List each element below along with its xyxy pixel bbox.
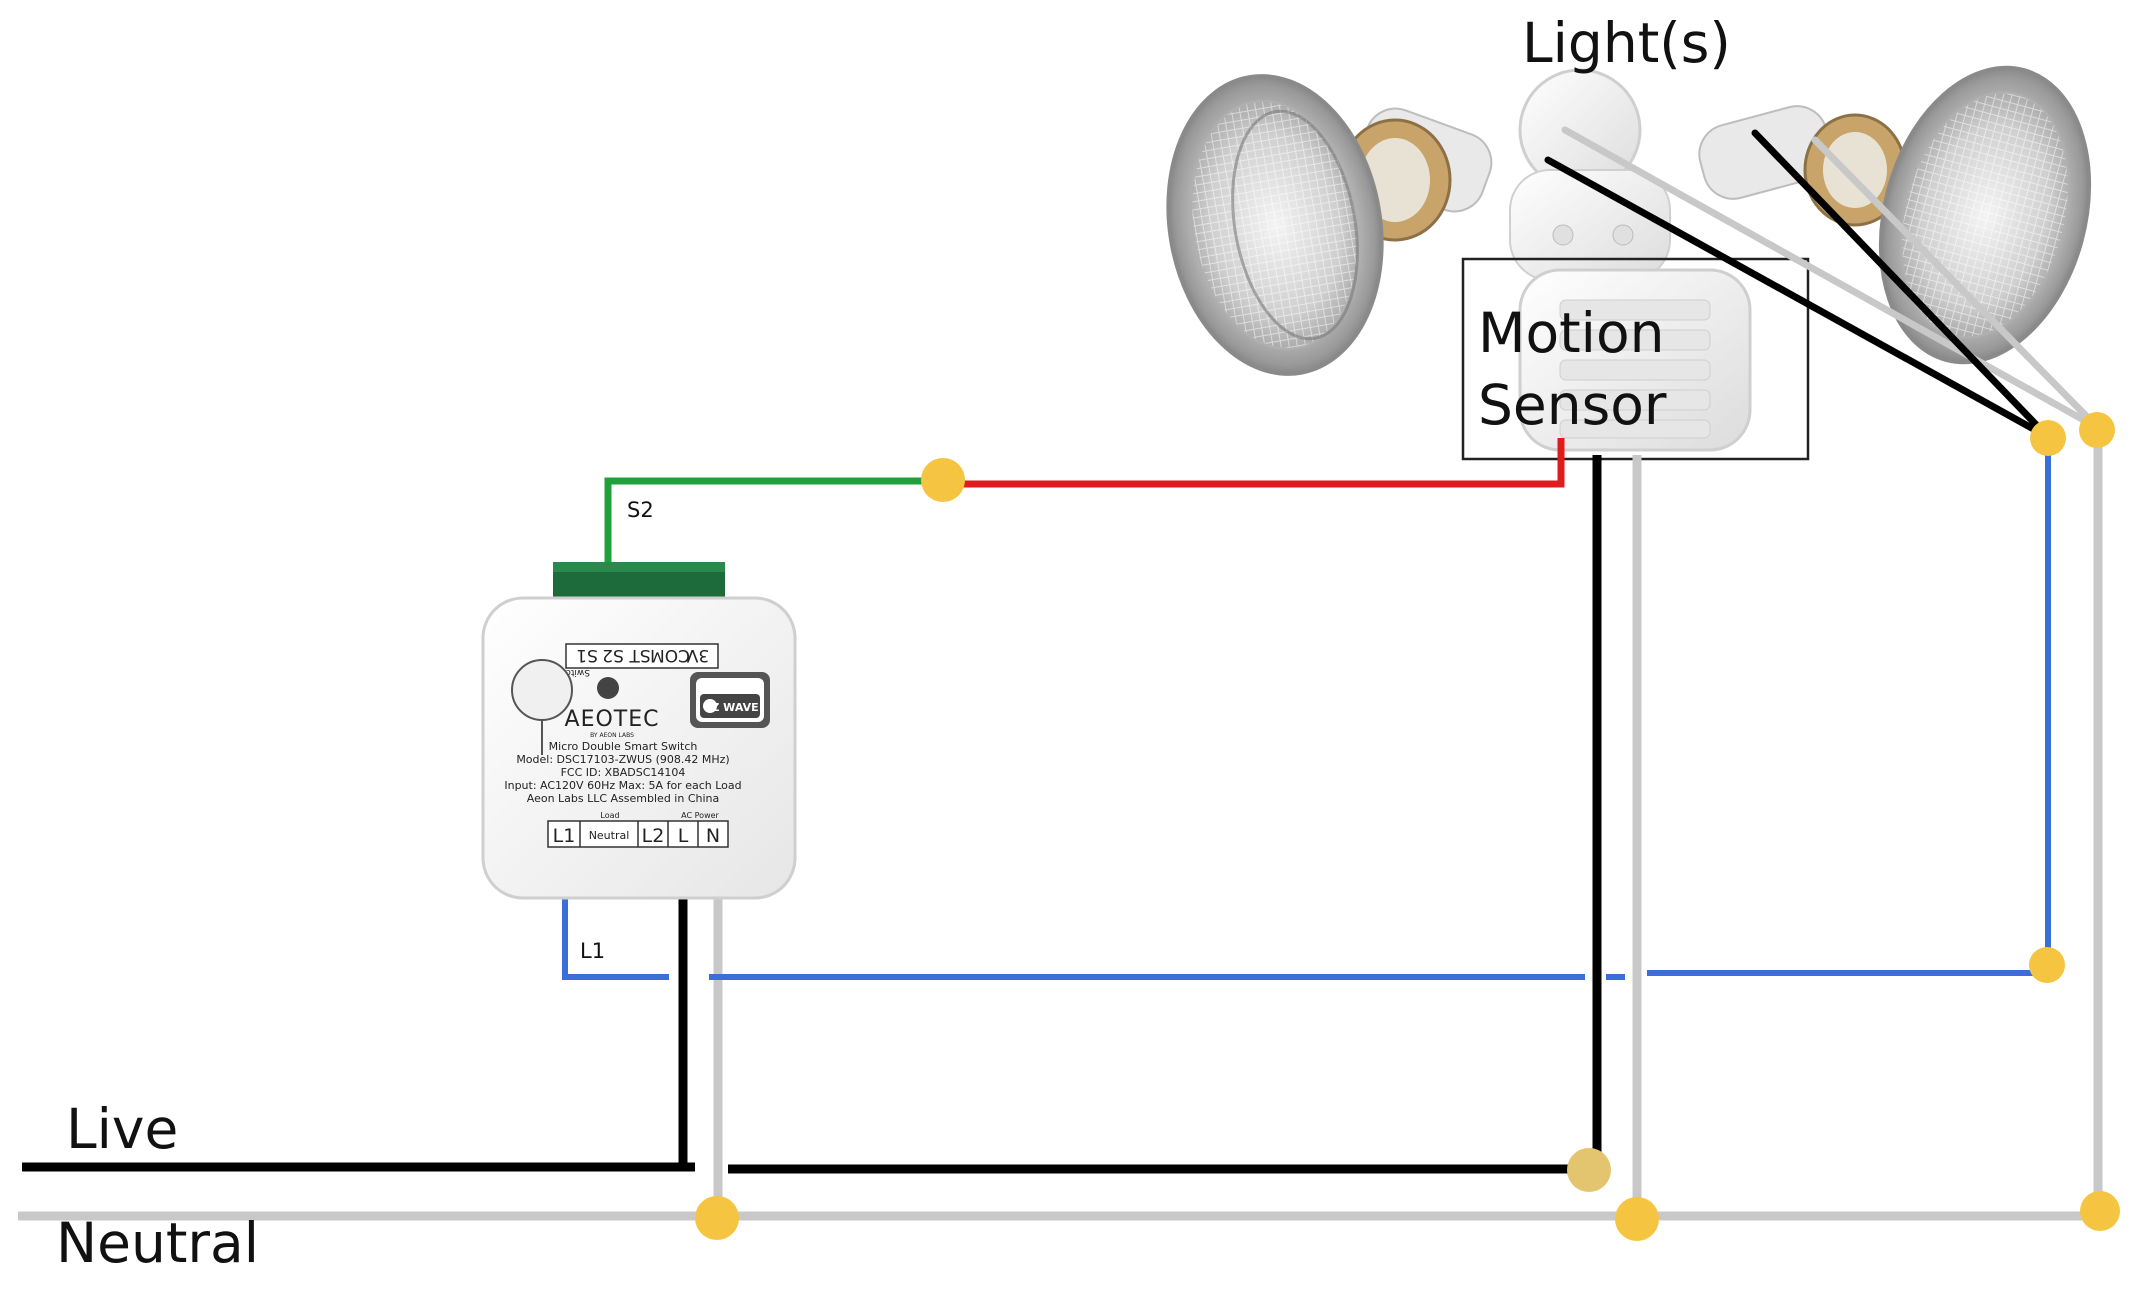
light-fixture	[1166, 65, 2092, 452]
terminal-3v: 3V	[686, 645, 709, 665]
lamp-lead-black-1	[1544, 156, 2052, 441]
info-line: FCC ID: XBADSC14104	[561, 766, 686, 779]
bottom-terminal-labels: Load AC Power L1 Neutral L2 L N	[547, 811, 729, 848]
brand-name: AEOTEC	[565, 707, 660, 732]
ac-power-header: AC Power	[681, 811, 719, 820]
switch-label: Switch	[560, 667, 590, 677]
fixture-hub	[1509, 68, 1671, 281]
info-line: Input: AC120V 60Hz Max: 5A for each Load	[504, 779, 741, 792]
lamp-lead-white-2	[1811, 136, 2102, 432]
junction-l1-lamp	[2029, 947, 2065, 983]
info-line: Micro Double Smart Switch	[549, 740, 698, 753]
motion-sensor-head	[1518, 268, 1752, 452]
s2-label: S2	[627, 498, 654, 522]
l1-switched-wire-4	[1647, 440, 2051, 976]
info-line: Model: DSC17103-ZWUS (908.42 MHz)	[516, 753, 729, 766]
switch-button	[597, 677, 619, 699]
sensor-trigger-wire	[940, 438, 1565, 488]
junction-neutral-device	[695, 1196, 739, 1240]
left-lamp	[1166, 74, 1493, 376]
junction-live-sensor	[1567, 1148, 1611, 1192]
load-header: Load	[600, 811, 619, 820]
terminal-com: COM	[650, 645, 690, 665]
antenna-mark	[511, 659, 573, 721]
zwave-text: Z WAVE	[711, 701, 758, 714]
junctions	[695, 412, 2120, 1241]
terminal-s1: S1	[576, 645, 598, 665]
junction-lamp-neutral	[2079, 412, 2115, 448]
s2-wire	[604, 477, 940, 570]
terminal-l: L	[678, 825, 689, 847]
terminal-l2: L2	[642, 825, 665, 847]
neutral-label: Neutral	[56, 1211, 259, 1275]
brand-sub: BY AEON LABS	[590, 732, 634, 739]
terminal-n: N	[706, 825, 720, 847]
lamp-lead-white-1	[1561, 126, 2102, 432]
terminal-neutral: Neutral	[589, 829, 630, 842]
info-line: Aeon Labs LLC Assembled in China	[527, 792, 720, 805]
lights-label: Light(s)	[1522, 11, 1731, 75]
top-terminal-labels: 3V COM ST S2 S1	[576, 645, 709, 665]
junction-neutral-sensor	[1615, 1197, 1659, 1241]
junction-lamp-live	[2030, 420, 2066, 456]
junction-neutral-lamp	[2080, 1191, 2120, 1231]
lamp-lead-black-2	[1751, 129, 2052, 441]
motion-sensor-label-line1: Motion	[1478, 301, 1664, 365]
wires	[18, 430, 2103, 1221]
l1-label: L1	[580, 939, 605, 963]
right-lamp	[1698, 65, 2092, 365]
lamp-leads	[1544, 126, 2102, 441]
aeotec-switch-device: 3V COM ST S2 S1 Switch AEOTEC BY AEON LA…	[481, 562, 797, 900]
device-info: Micro Double Smart Switch Model: DSC1710…	[504, 740, 741, 805]
junction-s2	[921, 458, 965, 502]
motion-sensor-label-line2: Sensor	[1478, 373, 1667, 437]
terminal-st: ST	[629, 645, 651, 665]
live-label: Live	[66, 1097, 178, 1161]
terminal-l1: L1	[553, 825, 576, 847]
zwave-logo: Z WAVE	[690, 672, 770, 728]
terminal-s2: S2	[602, 645, 624, 665]
